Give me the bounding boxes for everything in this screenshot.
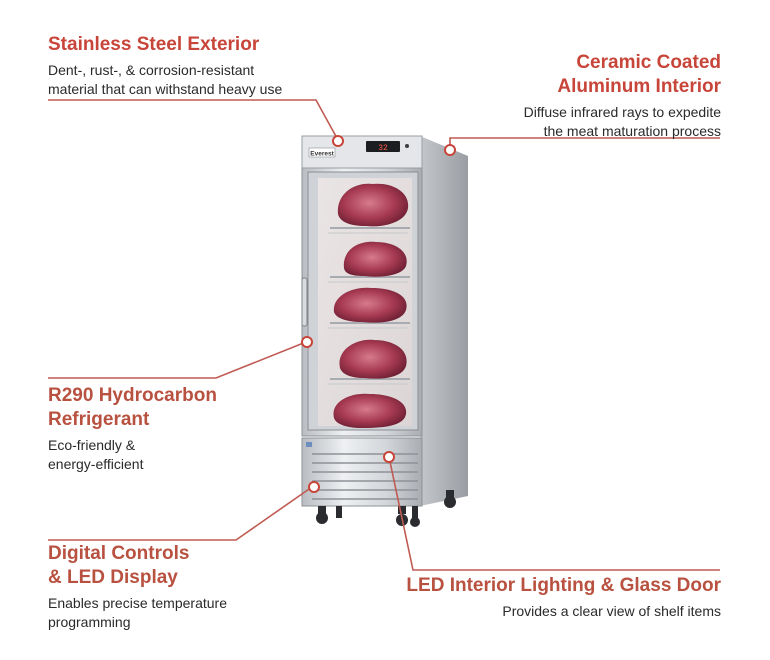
title-line: Ceramic Coated (576, 52, 721, 73)
callout-interior-desc: Diffuse infrared rays to expedite the me… (524, 103, 721, 141)
title-line: Aluminum Interior (557, 76, 721, 97)
callout-interior-title: Ceramic Coated Aluminum Interior (524, 51, 721, 99)
callout-refrigerant-title: R290 Hydrocarbon Refrigerant (48, 384, 217, 432)
desc-line: material that can withstand heavy use (48, 81, 283, 97)
title-line: Refrigerant (48, 409, 150, 430)
shelves (330, 227, 410, 380)
leader-refrigerant (48, 341, 307, 379)
callout-lighting-title: LED Interior Lighting & Glass Door (406, 575, 721, 596)
callout-refrigerant: R290 Hydrocarbon Refrigerant Eco-friendl… (48, 384, 217, 474)
title-line: & LED Display (48, 567, 178, 588)
callout-exterior-desc: Dent-, rust-, & corrosion-resistant mate… (48, 61, 282, 99)
callout-refrigerant-desc: Eco-friendly & energy-efficient (48, 436, 217, 474)
marker-exterior (332, 135, 344, 147)
control-button (405, 144, 409, 148)
title-line: R290 Hydrocarbon (48, 385, 217, 406)
marker-interior (444, 144, 456, 156)
callout-lighting: LED Interior Lighting & Glass Door Provi… (406, 574, 721, 621)
brand-plate (308, 147, 336, 158)
marker-controls (308, 481, 320, 493)
led-readout: 32 (378, 144, 388, 153)
callout-exterior: Stainless Steel Exterior Dent-, rust-, &… (48, 33, 282, 99)
leader-controls (48, 486, 313, 541)
callout-lighting-desc: Provides a clear view of shelf items (502, 603, 721, 619)
desc-line: energy-efficient (48, 456, 144, 472)
callout-controls-title: Digital Controls & LED Display (48, 542, 227, 590)
callout-controls-desc: Enables precise temperature programming (48, 594, 227, 632)
callout-controls: Digital Controls & LED Display Enables p… (48, 542, 227, 632)
marker-refrigerant (301, 336, 313, 348)
leader-lighting (388, 456, 720, 571)
desc-line: programming (48, 614, 131, 630)
meat-cuts (333, 183, 409, 428)
cabinet-side (420, 136, 468, 506)
title-line: Digital Controls (48, 543, 190, 564)
casters (316, 490, 456, 527)
vent-grille (312, 453, 418, 500)
callout-interior: Ceramic Coated Aluminum Interior Diffuse… (524, 51, 721, 141)
desc-line: Eco-friendly & (48, 437, 136, 453)
led-display (366, 141, 400, 152)
desc-line: Enables precise temperature (48, 595, 227, 611)
desc-line: the meat maturation process (543, 123, 721, 139)
brand-label: Everest (310, 151, 334, 158)
callout-exterior-title: Stainless Steel Exterior (48, 34, 260, 55)
marker-lighting (383, 451, 395, 463)
desc-line: Diffuse infrared rays to expedite (523, 104, 721, 120)
desc-line: Dent-, rust-, & corrosion-resistant (48, 62, 255, 78)
leader-exterior (48, 99, 339, 141)
door-handle (301, 277, 308, 327)
